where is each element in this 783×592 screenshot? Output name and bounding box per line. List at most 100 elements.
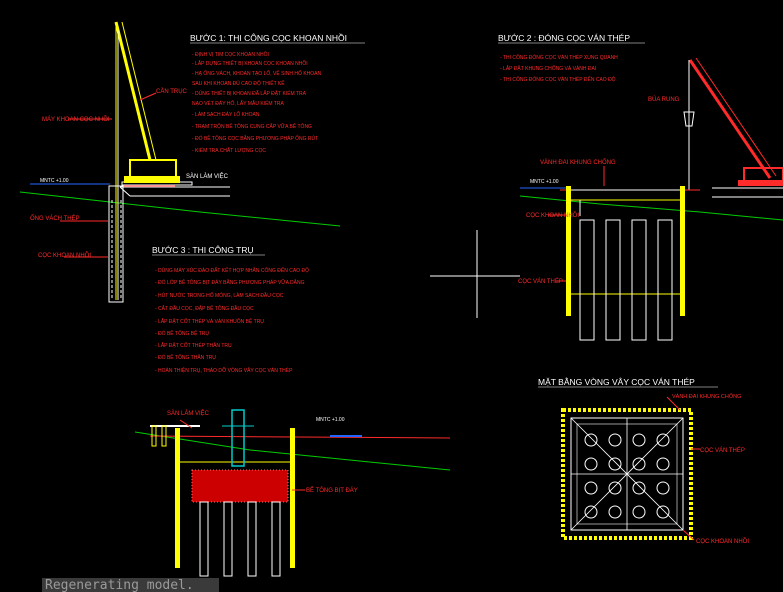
step1-drawing	[19, 21, 341, 303]
crane-boom	[688, 59, 772, 179]
status-bar: Regenerating model.	[42, 578, 219, 592]
bored-pile	[223, 501, 233, 577]
plan-label-pile: CỌC KHOAN NHỒI	[696, 538, 749, 545]
leader-line	[682, 529, 695, 541]
label-casing: ỐNG VÁCH THÉP	[30, 215, 80, 222]
step2-note: - THI CÔNG ĐÓNG CỌC VÁN THÉP XUNG QUANH	[500, 54, 618, 61]
step1-note: - DÙNG THIẾT BỊ KHOAN ĐÃ LẮP ĐẶT KIỂM TR…	[192, 89, 307, 97]
plan-label-frame: VÀNH ĐAI KHUNG CHỐNG	[672, 393, 741, 400]
pile-circle	[584, 481, 598, 495]
ground-line	[519, 195, 783, 221]
bored-pile	[605, 219, 621, 341]
leader-line	[139, 92, 157, 101]
step2-notes: - THI CÔNG ĐÓNG CỌC VÁN THÉP XUNG QUANH …	[500, 54, 618, 83]
step2-title: BƯỚC 2 : ĐÓNG CỌC VÁN THÉP	[498, 33, 630, 43]
step3-notes: - DÙNG MÁY XÚC ĐÀO ĐẤT KẾT HỢP NHÂN CÔNG…	[155, 267, 309, 374]
step3-title: BƯỚC 3 : THI CÔNG TRỤ	[152, 245, 254, 255]
bored-pile	[657, 219, 673, 341]
pile-grid	[584, 433, 670, 519]
sheet-pile-ring	[561, 408, 693, 540]
pile-circle	[608, 481, 622, 495]
sheet-pile-right	[290, 428, 295, 568]
bored-pile	[631, 219, 647, 341]
step2-note: - THI CÔNG ĐÓNG CỌC VÁN THÉP ĐẾN CAO ĐỘ	[500, 76, 616, 83]
step3-drawing	[134, 409, 451, 577]
step2-note: - LẮP ĐẶT KHUNG CHỐNG VÀ VÀNH ĐAI	[500, 64, 596, 72]
step1-title: BƯỚC 1: THI CÔNG CỌC KHOAN NHỒI	[190, 32, 347, 43]
pile-circle	[632, 433, 646, 447]
leader-line	[179, 419, 193, 429]
sheet-pile-left	[175, 428, 180, 568]
crane-boom	[114, 21, 152, 161]
platform-leg	[161, 425, 167, 447]
crane-track	[124, 176, 180, 183]
label-level: MNTC +1.00	[530, 179, 559, 185]
sheet-pile-left	[566, 186, 571, 316]
label-pile: CỌC KHOAN NHỒI	[38, 252, 91, 259]
pile-cap-outline	[576, 423, 678, 525]
step3-note: - HOÀN THIỆN TRỤ, THÁO DỠ VÒNG VÂY CỌC V…	[155, 366, 293, 374]
step3-note: - ĐỔ LỚP BÊ TÔNG BỊT ĐÁY BẰNG PHƯƠNG PHÁ…	[155, 278, 305, 286]
bored-pile	[199, 501, 209, 577]
pile-circle	[608, 433, 622, 447]
pile-circle	[656, 433, 670, 447]
leader-line	[666, 396, 681, 411]
step3-note: - ĐỔ BÊ TÔNG THÂN TRỤ	[155, 353, 216, 361]
platform-leg	[151, 425, 157, 447]
step3-note: - LẮP ĐẶT CỐT THÉP THÂN TRỤ	[155, 341, 232, 349]
pile-circle	[632, 481, 646, 495]
step3-note: - HÚT NƯỚC TRONG HỐ MÓNG, LÀM SẠCH ĐẦU C…	[155, 292, 284, 299]
step3-note: - ĐỔ BÊ TÔNG BỆ TRỤ	[155, 329, 209, 337]
water-level-red	[149, 435, 451, 439]
bored-pile	[579, 219, 595, 341]
bored-pile	[271, 501, 281, 577]
step3-note: - LẮP ĐẶT CỐT THÉP VÀ VÁN KHUÔN BỆ TRỤ	[155, 317, 264, 325]
label-sheet: CỌC VÁN THÉP	[518, 278, 563, 285]
label-level: MNTC +1.00	[316, 417, 345, 423]
barge-edge	[119, 186, 131, 197]
label-crane: CẦN TRỤC	[156, 88, 188, 95]
crane-track	[738, 180, 783, 186]
pile-circle	[584, 457, 598, 471]
pile-circle	[608, 457, 622, 471]
label-platform: SÀN LÀM VIỆC	[167, 409, 210, 417]
pile-circle	[584, 433, 598, 447]
step1-note: SAU KHI KHOAN ĐỦ CAO ĐỘ THIẾT KẾ	[192, 80, 285, 87]
step1-note: - KIỂM TRA CHẤT LƯỢNG CỌC	[192, 147, 266, 154]
label-seal: BÊ TÔNG BỊT ĐÁY	[306, 486, 358, 494]
step3-note: - CẮT ĐẦU CỌC, ĐẬP BÊ TÔNG ĐẦU CỌC	[155, 304, 254, 312]
pile-circle	[584, 505, 598, 519]
label-frame: VÀNH ĐAI KHUNG CHỐNG	[540, 159, 616, 166]
sheet-pile-right	[680, 186, 685, 316]
pile-circle	[632, 505, 646, 519]
pile-circle	[656, 505, 670, 519]
steel-casing	[108, 185, 124, 303]
step1-note: - ĐỊNH VỊ TIM CỌC KHOAN NHỒI	[192, 51, 269, 58]
step1-note: - LẮP DỰNG THIẾT BỊ KHOAN CỌC KHOAN NHỒI	[192, 59, 308, 67]
crane-boom-lattice	[695, 57, 777, 177]
step1-notes: - ĐỊNH VỊ TIM CỌC KHOAN NHỒI - LẮP DỰNG …	[192, 51, 321, 154]
step3-note: - DÙNG MÁY XÚC ĐÀO ĐẤT KẾT HỢP NHÂN CÔNG…	[155, 267, 309, 274]
seal-concrete-texture	[191, 469, 289, 503]
seal-concrete	[192, 470, 288, 502]
label-platform: SÀN LÀM VIỆC	[186, 172, 229, 180]
plan-drawing	[561, 396, 700, 541]
pier-column	[231, 409, 245, 467]
step1-note: - LÀM SẠCH ĐÁY LỖ KHOAN	[192, 111, 260, 118]
pile-circle	[656, 481, 670, 495]
step1-note: - ĐỔ BÊ TÔNG CỌC BẰNG PHƯƠNG PHÁP ỐNG RÚ…	[192, 134, 318, 142]
label-drill: MÁY KHOAN CỌC NHỒI	[42, 116, 110, 123]
pile-circle	[656, 457, 670, 471]
pile-circle	[608, 505, 622, 519]
step1-note: NẠO VÉT ĐÁY HỐ, LẤY MẪU KIỂM TRA	[192, 100, 285, 107]
plan-title: MẶT BẰNG VÒNG VÂY CỌC VÁN THÉP	[538, 377, 695, 387]
plan-label-sheet: CỌC VÁN THÉP	[700, 447, 745, 454]
label-pile: CỌC KHOAN NHỒI	[526, 212, 579, 219]
crane-boom-lattice	[121, 21, 157, 161]
label-level: MNTC +1.00	[40, 178, 69, 184]
step1-note: - TRẠM TRỘN BÊ TÔNG CUNG CẤP VỮA BÊ TÔNG	[192, 122, 312, 130]
step1-note: - HẠ ỐNG VÁCH, KHOAN TẠO LỖ, VỆ SINH HỐ …	[192, 69, 321, 77]
ground-line	[19, 191, 341, 227]
